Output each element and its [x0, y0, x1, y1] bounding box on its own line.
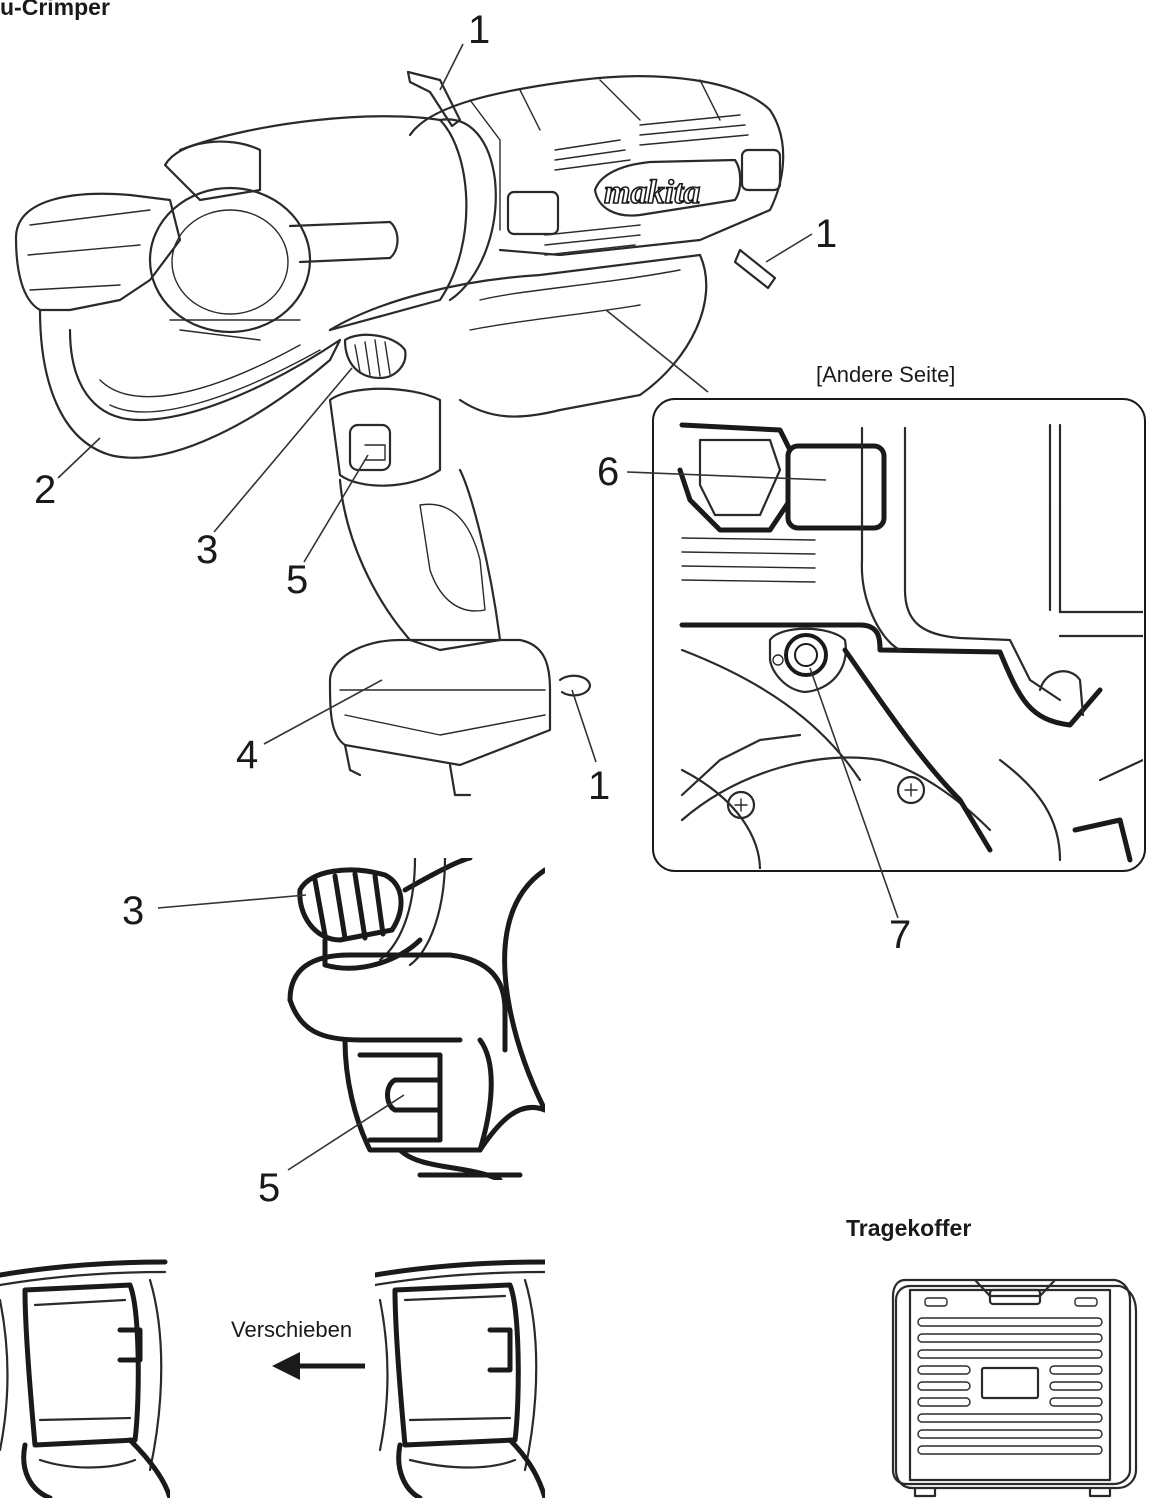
callout-6: 6 — [597, 450, 620, 494]
inset-other-side — [626, 398, 1146, 919]
callout-1-top: 1 — [468, 8, 491, 52]
callout-3: 3 — [196, 528, 219, 572]
callout-5: 5 — [286, 558, 309, 602]
callout-5-detail: 5 — [258, 1166, 281, 1210]
slide-label: Verschieben — [231, 1317, 353, 1342]
callout-4: 4 — [236, 733, 259, 777]
callout-3-detail: 3 — [122, 889, 145, 933]
case-ribs — [917, 1317, 1103, 1455]
detail-knob-button — [157, 858, 545, 1180]
callout-1-right: 1 — [815, 212, 838, 256]
callout-7: 7 — [889, 913, 912, 957]
callout-2: 2 — [34, 468, 57, 512]
makita-logo: makita — [604, 174, 700, 211]
carrying-case-illustration — [891, 1278, 1138, 1498]
crimper-tool-illustration: makita — [14, 43, 813, 797]
inset-caption: [Andere Seite] — [816, 362, 956, 387]
slide-arrow — [272, 1352, 365, 1380]
slide-left-illustration — [0, 1259, 170, 1498]
page-title: u-Crimper — [0, 0, 110, 20]
slide-right-illustration — [375, 1259, 545, 1498]
case-title: Tragekoffer — [846, 1215, 972, 1241]
callout-1-bottom: 1 — [588, 764, 611, 808]
